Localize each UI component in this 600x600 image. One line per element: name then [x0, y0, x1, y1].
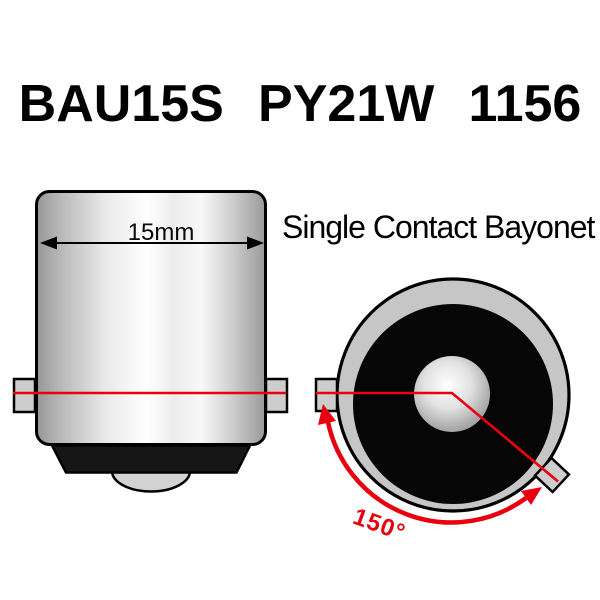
arc-arrowhead-left-icon — [318, 404, 336, 425]
dimension-arrowhead-right-icon — [247, 236, 264, 250]
front-view-left-bayonet-pin — [314, 377, 339, 413]
arc-arrowhead-right-icon — [521, 487, 542, 505]
side-view-metal-body — [35, 190, 267, 446]
side-view-insulator — [49, 444, 253, 474]
front-view-pin-angle-lines — [316, 391, 559, 483]
bulb-front-view — [314, 277, 571, 525]
page-title: BAU15S PY21W 1156 — [18, 75, 582, 133]
bulb-side-view — [12, 190, 289, 493]
rotation-arc — [325, 421, 528, 525]
socket-type-caption: Single Contact Bayonet — [282, 209, 595, 245]
side-view-left-bayonet-pin — [12, 377, 37, 414]
diameter-dimension-label: 15mm — [127, 219, 195, 246]
dimension-arrow — [40, 236, 264, 250]
side-view-right-bayonet-pin — [264, 377, 289, 414]
dimension-arrowhead-left-icon — [40, 236, 57, 250]
rotation-angle-arrow — [318, 404, 542, 525]
